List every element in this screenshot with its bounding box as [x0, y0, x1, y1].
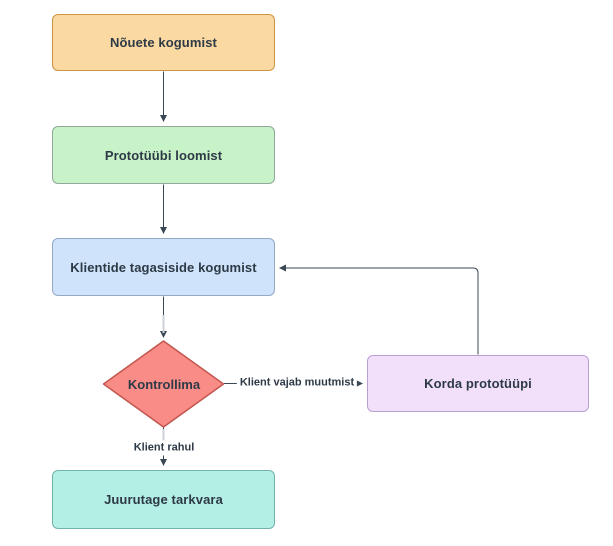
node-prototuubi-loomist-label: Prototüübi loomist: [104, 147, 223, 163]
node-nouete-kogumist-label: Nõuete kogumist: [110, 35, 217, 50]
edge-redo-to-feedback: [279, 264, 479, 355]
node-klientide-tagasiside-kogumist[interactable]: Klientide tagasiside kogumist: [52, 238, 275, 296]
node-kontrollima-diamond-shape[interactable]: [102, 340, 225, 428]
node-kontrollima-label: Kontrollima: [127, 376, 201, 392]
edge-label-klient-vajab-muutmist: Klient vajab muutmist: [236, 375, 358, 391]
node-nouete-kogumist[interactable]: Nõuete kogumist: [52, 14, 275, 71]
node-korda-prototuupi-label: Korda prototüüpi: [424, 376, 532, 391]
node-juurutage-tarkvara[interactable]: Juurutage tarkvara: [52, 470, 275, 529]
edge-label-klient-rahul: Klient rahul: [130, 440, 198, 456]
node-prototuubi-loomist[interactable]: Prototüübi loomist: [52, 126, 275, 184]
node-klientide-tagasiside-kogumist-label: Klientide tagasiside kogumist: [70, 259, 257, 275]
node-juurutage-tarkvara-label: Juurutage tarkvara: [104, 492, 223, 507]
node-korda-prototuupi[interactable]: Korda prototüüpi: [367, 355, 589, 412]
